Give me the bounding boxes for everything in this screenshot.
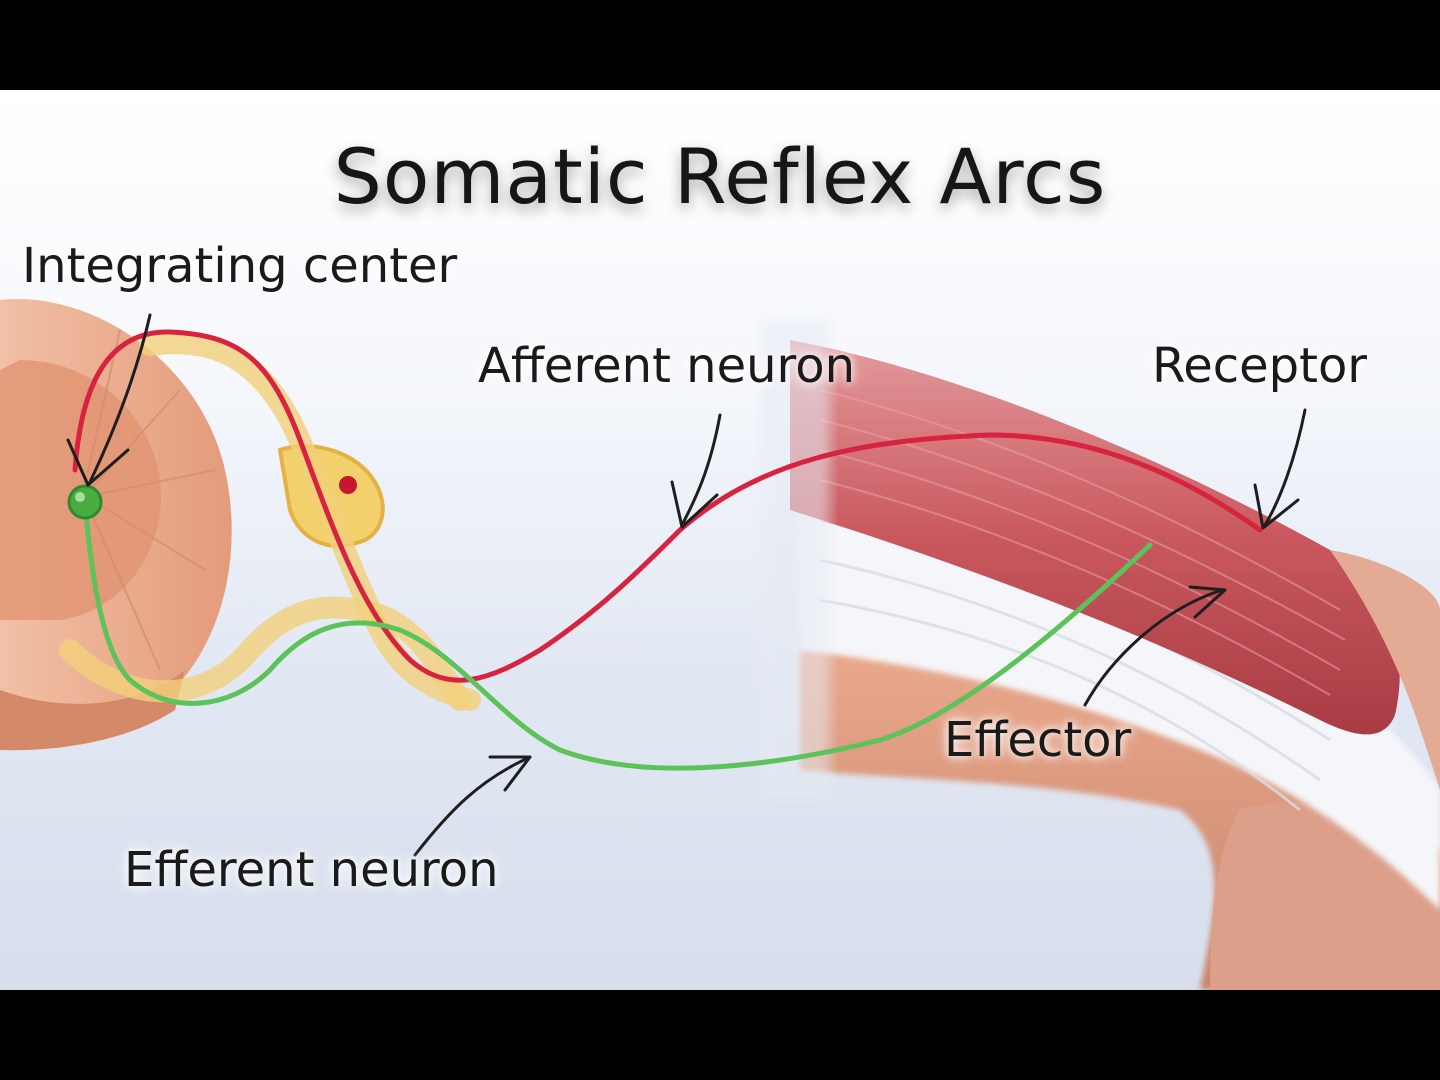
efferent-neuron-arrow: [413, 756, 530, 857]
afferent-neuron-arrow: [680, 413, 722, 527]
diagram-stage: Somatic Reflex Arcs Integrating center A…: [0, 90, 1440, 990]
letterbox-bottom: [0, 990, 1440, 1080]
integrating-center-neuron: [67, 484, 103, 520]
receptor-arrow: [1263, 408, 1307, 527]
integrating-center-label: Integrating center: [22, 238, 458, 294]
afferent-cell-body: [339, 476, 357, 494]
page-title: Somatic Reflex Arcs: [333, 132, 1107, 221]
letterbox-top: [0, 0, 1440, 90]
spinal-cord-section: [0, 299, 481, 751]
integrating-center-arrow: [88, 313, 152, 484]
afferent-neuron-path: [72, 329, 1263, 683]
afferent-neuron-label: Afferent neuron: [478, 338, 855, 394]
receptor-label: Receptor: [1152, 338, 1368, 394]
effector-arrow: [1083, 588, 1224, 707]
efferent-neuron-label: Efferent neuron: [124, 842, 499, 898]
effector-label: Effector: [944, 712, 1132, 768]
efferent-neuron-path: [82, 499, 1153, 771]
reflex-arc-illustration: [0, 299, 1440, 990]
upper-arm-muscle: [760, 320, 1440, 990]
